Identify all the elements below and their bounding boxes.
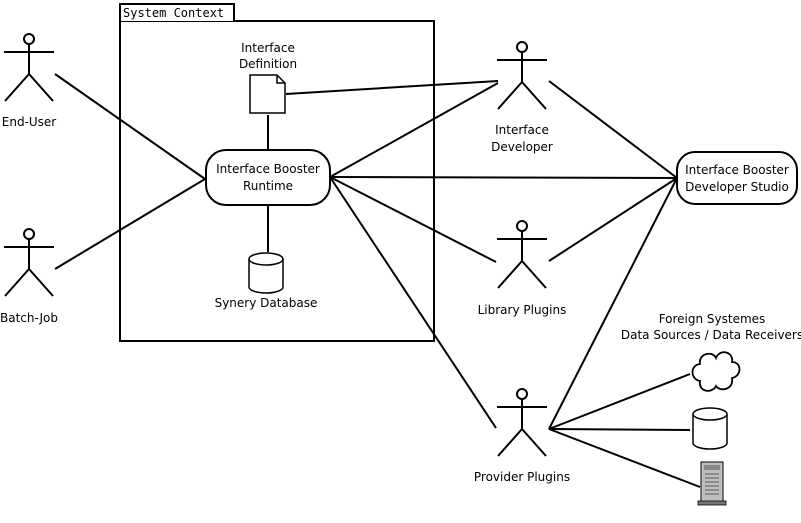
provider-plugins-label: Provider Plugins [474,470,570,484]
interface-developer-label-1: Interface [495,123,549,137]
actor-icon [4,33,54,102]
synery-database: Synery Database [215,252,318,310]
document-icon [249,74,286,114]
library-plugins-label: Library Plugins [478,303,567,317]
server-icon [697,461,727,506]
system-context-label: System Context [123,6,224,20]
studio-label-1: Interface Booster [685,163,789,177]
database-label: Synery Database [215,296,318,310]
edge-runtime-library [329,176,497,263]
edge-library-studio [548,177,678,262]
cloud-icon [691,351,741,392]
edge-runtime-studio [329,176,678,179]
foreign-systems: Foreign Systemes Data Sources / Data Rec… [621,312,801,506]
edge-provider-database [548,428,691,431]
connections [54,73,701,488]
runtime-label-2: Runtime [243,179,293,193]
edge-enduser-runtime [54,73,206,180]
actor-icon [497,388,547,457]
end-user-label: End-User [2,115,57,129]
interface-developer-label-2: Developer [491,140,553,154]
interface-definition-label-1: Interface [241,41,295,55]
edge-provider-studio [548,177,678,430]
database-icon [248,252,284,294]
system-context-box [119,20,435,342]
edge-developer-studio [548,80,678,179]
runtime-label-1: Interface Booster [216,162,320,176]
studio-label-2: Developer Studio [685,180,789,194]
foreign-systems-label-1: Foreign Systemes [659,312,766,326]
actor-library-plugins: Library Plugins [478,220,567,317]
edge-provider-cloud [548,373,691,430]
actor-icon [497,41,547,110]
edge-runtime-provider [329,176,497,429]
runtime-node: Interface Booster Runtime [205,149,331,206]
actor-icon [497,220,547,289]
database-icon [692,407,728,450]
edge-definition-developer [285,80,499,95]
actor-interface-developer: Interface Developer [491,41,553,154]
foreign-systems-label-2: Data Sources / Data Receivers [621,328,801,342]
actor-batch-job: Batch-Job [0,228,58,325]
batch-job-label: Batch-Job [0,311,58,325]
actor-icon [4,228,54,297]
studio-box [676,151,798,205]
actor-provider-plugins: Provider Plugins [474,388,570,484]
edge-runtime-developer [329,82,499,178]
system-context-tab [119,3,235,21]
runtime-box [205,149,331,206]
interface-definition: Interface Definition [239,41,297,114]
interface-definition-label-2: Definition [239,57,297,71]
studio-node: Interface Booster Developer Studio [676,151,798,205]
system-context-frame: System Context [119,3,435,342]
actor-end-user: End-User [2,33,57,129]
edge-provider-server [548,428,701,488]
edge-batchjob-runtime [54,178,206,270]
